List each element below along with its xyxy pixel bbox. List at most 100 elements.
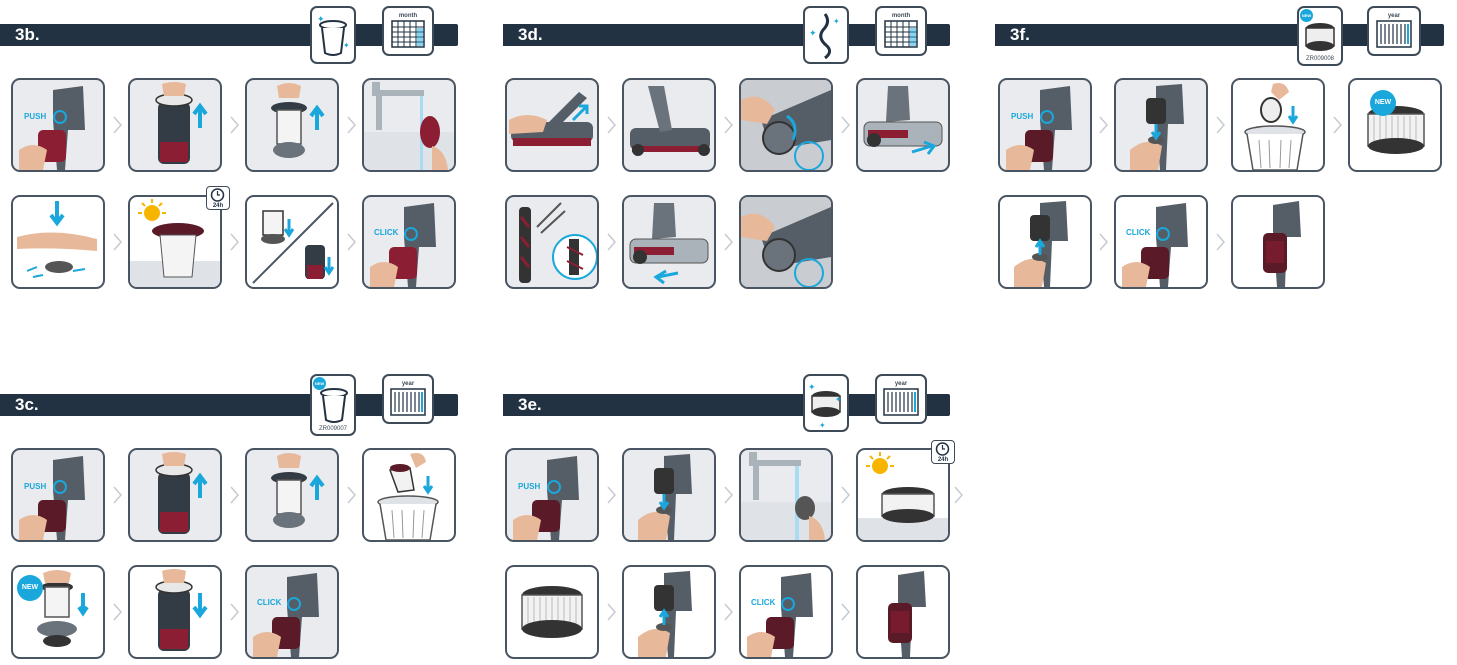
- new-badge: NEW: [1370, 90, 1396, 116]
- step-remove-inner-filter: [245, 448, 339, 542]
- step-push-release: PUSH: [11, 448, 105, 542]
- step-rinse-filter: [739, 448, 833, 542]
- click-label: CLICK: [751, 598, 776, 607]
- section-3d: 3d. ✦✦ month: [503, 0, 955, 300]
- svg-text:✦: ✦: [343, 41, 350, 50]
- chevron-right-icon: [347, 233, 356, 251]
- step-insert-filter: [998, 195, 1092, 289]
- step-push-release: PUSH: [998, 78, 1092, 172]
- calendar-label: year: [401, 381, 415, 387]
- chevron-right-icon: [1216, 233, 1225, 251]
- svg-text:✦: ✦: [819, 421, 826, 430]
- step-discard-filter: [362, 448, 456, 542]
- section-title: 3d.: [518, 25, 543, 44]
- chevron-right-icon: [841, 116, 850, 134]
- chevron-right-icon: [724, 116, 733, 134]
- step-cut-hair: [505, 195, 599, 289]
- step-discard-filter: [1231, 78, 1325, 172]
- step-remove-brush-roll: [856, 78, 950, 172]
- step-insert-filter: [622, 565, 716, 659]
- section-3b: 3b. ✦✦ month PUSH 24h CLICK: [0, 0, 460, 300]
- step-clean-filter: [505, 565, 599, 659]
- part-number: ZR009008: [1305, 56, 1335, 62]
- step-dry-in-sun: [128, 195, 222, 289]
- step-click-in: CLICK: [739, 565, 833, 659]
- push-label: PUSH: [518, 482, 541, 491]
- chevron-right-icon: [113, 116, 122, 134]
- svg-text:✦: ✦: [809, 28, 817, 38]
- click-label: CLICK: [1126, 228, 1151, 237]
- chevron-right-icon: [607, 486, 616, 504]
- click-label: CLICK: [257, 598, 282, 607]
- calendar-icon: year: [875, 374, 927, 424]
- filter-clean-icon: ✦ ✦ ✦: [803, 374, 849, 432]
- brush-roll-clean-icon: ✦✦: [803, 6, 849, 64]
- section-title: 3f.: [1010, 25, 1030, 44]
- chevron-right-icon: [607, 233, 616, 251]
- section-3c: 3c. NEW ZR009007 year PUSH NEW CLICK: [0, 370, 460, 665]
- chevron-right-icon: [841, 486, 850, 504]
- step-click-in: CLICK: [245, 565, 339, 659]
- step-unlock-end-cap: [739, 78, 833, 172]
- calendar-label: month: [891, 13, 911, 19]
- push-label: PUSH: [1011, 112, 1034, 121]
- calendar-icon: month: [875, 6, 927, 56]
- step-remove-filter-up: [128, 78, 222, 172]
- new-badge: NEW: [313, 377, 326, 390]
- calendar-label: year: [1387, 13, 1401, 19]
- svg-text:✦: ✦: [835, 395, 842, 404]
- chevron-right-icon: [230, 603, 239, 621]
- calendar-icon: year: [1367, 6, 1421, 56]
- chevron-right-icon: [607, 116, 616, 134]
- section-3e: 3e. ✦ ✦ ✦ year PUSH 24h CLICK: [503, 370, 965, 665]
- click-label: CLICK: [374, 228, 399, 237]
- chevron-right-icon: [113, 486, 122, 504]
- new-badge: NEW: [17, 575, 43, 601]
- new-filter-icon: NEW ZR009008: [1297, 6, 1343, 66]
- step-push-release: PUSH: [505, 448, 599, 542]
- timer-label: 24h: [212, 203, 224, 209]
- new-filter-cup-icon: NEW ZR009007: [310, 374, 356, 436]
- svg-text:✦: ✦: [317, 14, 325, 24]
- step-push-release: PUSH: [11, 78, 105, 172]
- step-nozzle-detached: [622, 78, 716, 172]
- push-label: PUSH: [24, 112, 47, 121]
- step-click-in: CLICK: [362, 195, 456, 289]
- step-insert-filter-down: [128, 565, 222, 659]
- step-insert-brush-roll: [622, 195, 716, 289]
- step-rinse-under-tap: [362, 78, 456, 172]
- chevron-right-icon: [724, 233, 733, 251]
- chevron-right-icon: [1099, 116, 1108, 134]
- svg-text:✦: ✦: [833, 17, 840, 26]
- section-title: 3b.: [15, 25, 40, 44]
- step-tap-out-dust: [11, 195, 105, 289]
- chevron-right-icon: [230, 116, 239, 134]
- step-assembled: [856, 565, 950, 659]
- step-remove-filter: [622, 448, 716, 542]
- chevron-right-icon: [1333, 116, 1342, 134]
- calendar-label: month: [398, 13, 418, 19]
- part-number: ZR009007: [318, 426, 348, 432]
- push-label: PUSH: [24, 482, 47, 491]
- chevron-right-icon: [724, 486, 733, 504]
- clock-24h-icon: 24h: [206, 186, 230, 210]
- svg-text:✦: ✦: [808, 382, 816, 392]
- step-remove-filter-up: [128, 448, 222, 542]
- step-insert-new-filter: NEW: [11, 565, 105, 659]
- chevron-right-icon: [954, 486, 963, 504]
- chevron-right-icon: [113, 603, 122, 621]
- new-badge: NEW: [1300, 9, 1313, 22]
- step-reassemble-filter: [245, 195, 339, 289]
- section-title: 3e.: [518, 395, 542, 414]
- calendar-icon: year: [382, 374, 434, 424]
- filter-cup-clean-icon: ✦✦: [310, 6, 356, 64]
- clock-24h-icon: 24h: [931, 440, 955, 464]
- chevron-right-icon: [1099, 233, 1108, 251]
- step-new-filter: NEW: [1348, 78, 1442, 172]
- calendar-label: year: [894, 381, 908, 387]
- chevron-right-icon: [841, 603, 850, 621]
- chevron-right-icon: [113, 233, 122, 251]
- step-remove-inner-filter: [245, 78, 339, 172]
- timer-label: 24h: [937, 457, 949, 463]
- chevron-right-icon: [230, 486, 239, 504]
